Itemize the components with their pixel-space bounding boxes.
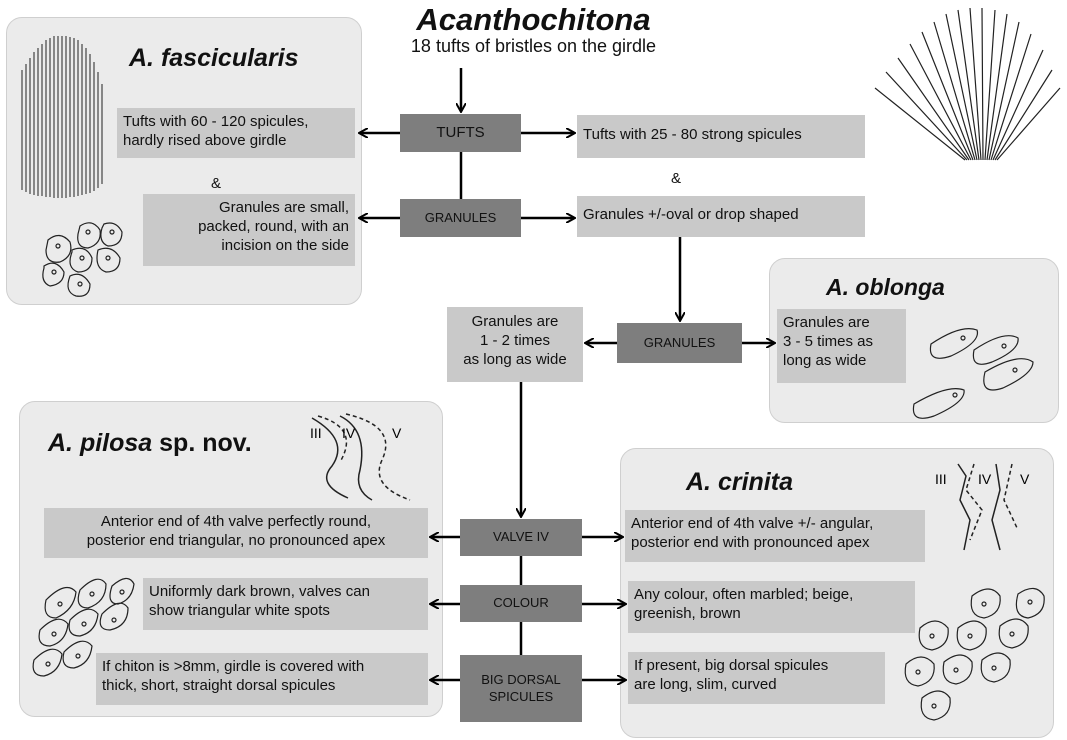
ampersand-left: & [211, 175, 222, 192]
title-text: Acanthochitona [416, 2, 651, 37]
line: Anterior end of 4th valve +/- angular, [631, 515, 874, 532]
box-pilosa-spicules: If chiton is >8mm, girdle is covered wit… [96, 653, 428, 705]
box-fascicularis-tufts: Tufts with 60 - 120 spicules, hardly ris… [117, 108, 355, 158]
valve-label-iii-crinita: III [935, 471, 947, 487]
tuft-fan-illustration [874, 7, 1061, 161]
diagram-title: Acanthochitona 18 tufts of bristles on t… [0, 2, 1067, 57]
valve-label-iv: IV [342, 425, 356, 441]
valve-diagram-pilosa [311, 413, 411, 501]
line: Granules are [471, 313, 559, 330]
line: 1 - 2 times [479, 331, 551, 349]
line: If chiton is >8mm, girdle is covered wit… [102, 658, 365, 675]
line: Any colour, often marbled; beige, [634, 586, 854, 603]
granules-pilosa-illustration [32, 577, 135, 677]
box-middle-granules: Granules are 1 - 2 times as long as wide [447, 307, 583, 382]
line: If present, big dorsal spicules [634, 657, 829, 674]
ampersand-right: & [671, 170, 682, 187]
line: show triangular white spots [149, 601, 330, 619]
line: posterior end with pronounced apex [631, 533, 870, 551]
subtitle-text: 18 tufts of bristles on the girdle [410, 36, 657, 56]
valve-label-iii: III [310, 425, 322, 441]
box-crinita-colour: Any colour, often marbled; beige, greeni… [628, 581, 915, 633]
species-name-oblonga: A. oblonga [826, 274, 945, 300]
line: incision on the side [221, 236, 349, 254]
node-granules-2: GRANULES [617, 323, 742, 363]
node-colour: COLOUR [460, 585, 582, 622]
granules-crinita-illustration [904, 587, 1045, 721]
line: are long, slim, curved [634, 675, 777, 693]
line: thick, short, straight dorsal spicules [102, 676, 336, 694]
species-name-pilosa-suffix: sp. nov. [159, 429, 252, 457]
line: Granules are [783, 314, 870, 331]
line: posterior end triangular, no pronounced … [86, 531, 386, 549]
line: packed, round, with an [198, 217, 349, 235]
box-crinita-valve: Anterior end of 4th valve +/- angular, p… [625, 510, 925, 562]
box-fascicularis-granules: Granules are small, packed, round, with … [143, 194, 355, 266]
box-right-granules: Granules +/-oval or drop shaped [577, 196, 865, 237]
line: Granules are small, [218, 199, 349, 216]
species-name-pilosa: A. pilosa sp. nov. [48, 429, 252, 458]
line: Anterior end of 4th valve perfectly roun… [100, 513, 372, 530]
line: long as wide [783, 351, 867, 369]
line: greenish, brown [634, 604, 741, 622]
box-crinita-spicules: If present, big dorsal spicules are long… [628, 652, 885, 704]
node-big-dorsal-line-1: BIG DORSAL [481, 672, 561, 688]
granules-fascicularis-illustration [42, 222, 123, 297]
valve-diagram-crinita [957, 463, 1019, 551]
species-name-fascicularis: A. fascicularis [129, 44, 299, 72]
line: as long as wide [463, 350, 567, 368]
node-granules-1: GRANULES [400, 199, 521, 237]
species-name-crinita: A. crinita [686, 468, 793, 496]
box-right-tufts: Tufts with 25 - 80 strong spicules [577, 115, 865, 158]
node-tufts: TUFTS [400, 114, 521, 152]
tuft-fascicularis-illustration [21, 36, 103, 198]
valve-label-v: V [392, 425, 402, 441]
species-name-pilosa-text: A. pilosa [48, 429, 153, 457]
line: 3 - 5 times as [783, 332, 874, 350]
node-big-dorsal-line-2: SPICULES [488, 688, 554, 704]
node-valve-iv: VALVE IV [460, 519, 582, 556]
box-pilosa-valve: Anterior end of 4th valve perfectly roun… [44, 508, 428, 558]
line: Uniformly dark brown, valves can [149, 583, 370, 600]
line: Tufts with 60 - 120 spicules, [123, 113, 309, 130]
valve-label-iv-crinita: IV [978, 471, 992, 487]
box-pilosa-colour: Uniformly dark brown, valves can show tr… [143, 578, 428, 630]
valve-label-v-crinita: V [1020, 471, 1030, 487]
granules-oblonga-illustration [912, 328, 1034, 419]
line: hardly rised above girdle [123, 131, 287, 149]
node-big-dorsal-spicules: BIG DORSAL SPICULES [460, 655, 582, 722]
box-oblonga-granules: Granules are 3 - 5 times as long as wide [777, 309, 906, 383]
